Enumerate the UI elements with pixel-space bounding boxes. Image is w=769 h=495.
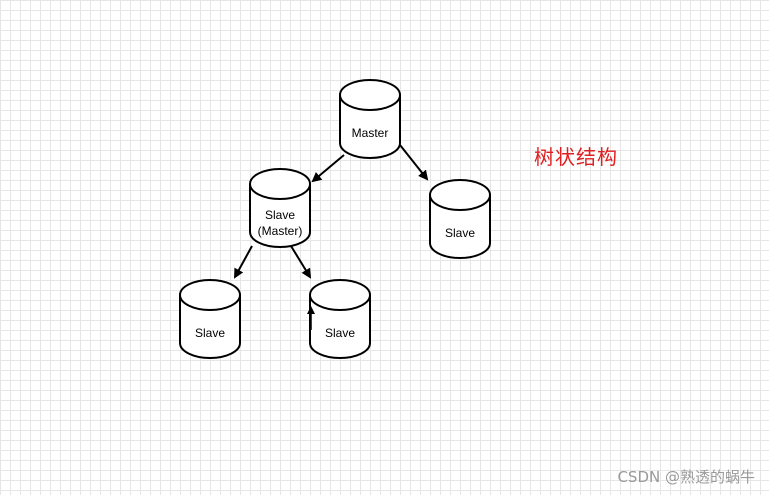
edge-master-to-slave-master <box>311 154 345 183</box>
edge-slave-master-to-slave-bottom-left <box>234 245 253 279</box>
diagram-title: 树状结构 <box>534 145 618 169</box>
node-slave-bottom-right: Slave <box>309 279 371 359</box>
node-slave-bottom-left-label: Slave <box>195 326 225 340</box>
node-slave-right-label: Slave <box>445 226 475 240</box>
cursor-icon <box>307 306 315 330</box>
node-master-label: Master <box>352 126 389 140</box>
node-slave-bottom-left: Slave <box>179 279 241 359</box>
edge-master-to-slave-right <box>399 144 429 181</box>
node-slave-bottom-right-label: Slave <box>325 326 355 340</box>
node-slave-master: Slave (Master) <box>249 168 311 248</box>
node-master: Master <box>339 79 401 159</box>
edge-slave-master-to-slave-bottom-right <box>290 245 312 279</box>
node-slave-right: Slave <box>429 179 491 259</box>
watermark: CSDN @熟透的蜗牛 <box>617 468 755 486</box>
node-slave-master-label-line2: (Master) <box>258 224 303 238</box>
node-slave-master-label-line1: Slave <box>265 208 295 222</box>
